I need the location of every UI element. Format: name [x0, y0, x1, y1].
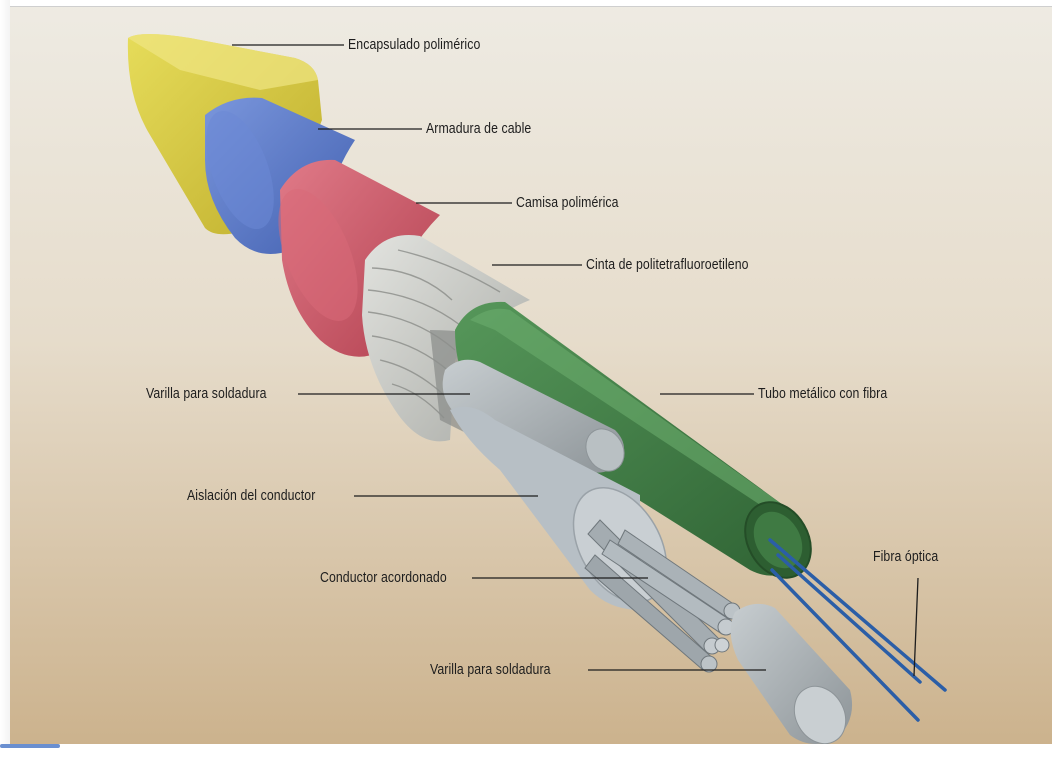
- label-conductor: Conductor acordonado: [320, 569, 447, 586]
- label-camisa: Camisa polimérica: [516, 194, 619, 211]
- label-varilla-top: Varilla para soldadura: [146, 385, 267, 402]
- label-armadura: Armadura de cable: [426, 120, 531, 137]
- window-bottom-edge: [0, 744, 1052, 757]
- bottom-accent: [0, 744, 60, 748]
- window-top-edge: [0, 0, 1052, 7]
- label-cinta: Cinta de politetrafluoroetileno: [586, 256, 749, 273]
- label-encapsulado: Encapsulado polimérico: [348, 36, 480, 53]
- label-tubo: Tubo metálico con fibra: [758, 385, 887, 402]
- label-varilla-bottom: Varilla para soldadura: [430, 661, 551, 678]
- label-fibra: Fibra óptica: [873, 548, 938, 565]
- window-left-edge: [0, 0, 10, 757]
- label-aislacion: Aislación del conductor: [187, 487, 315, 504]
